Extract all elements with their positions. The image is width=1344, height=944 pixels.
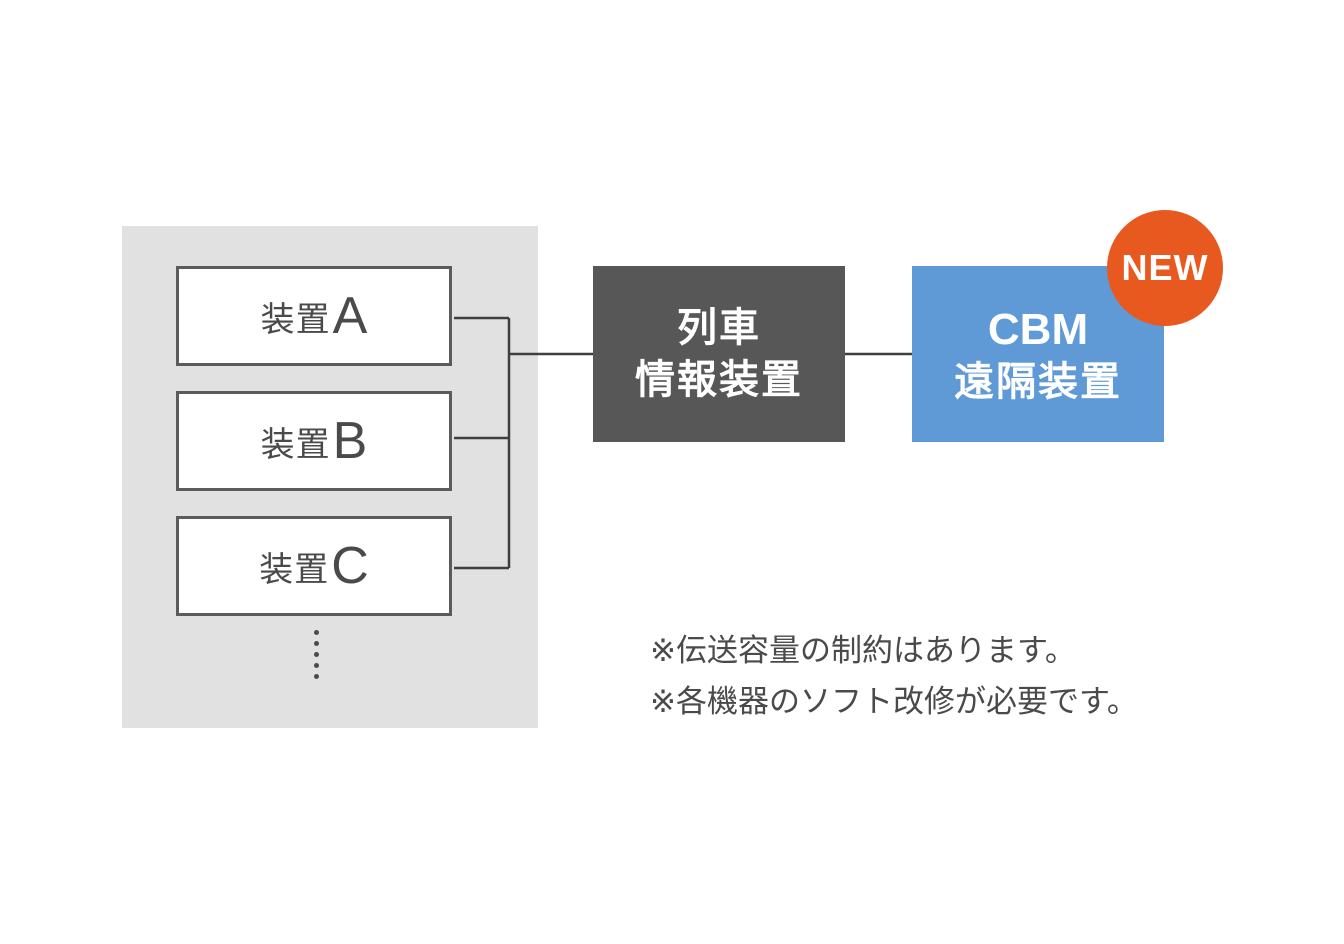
device-c-prefix: 装置 (259, 549, 330, 590)
footnote-transmission: ※伝送容量の制約はあります。 (650, 633, 1076, 669)
cbm-unit-line2: 遠隔装置 (954, 358, 1122, 405)
cbm-unit-line1: CBM (987, 304, 1089, 354)
more-devices-ellipsis (308, 630, 324, 679)
device-b-prefix: 装置 (260, 424, 331, 465)
device-b-letter: B (332, 412, 368, 470)
device-a-letter: A (332, 287, 368, 345)
device-a-prefix: 装置 (260, 299, 331, 340)
footnote-software: ※各機器のソフト改修が必要です。 (650, 684, 1138, 720)
device-c-letter: C (331, 537, 369, 595)
ellipsis-dot (313, 641, 319, 646)
train-info-unit-line2: 情報装置 (635, 357, 803, 403)
ellipsis-dot (313, 674, 319, 679)
ellipsis-dot (313, 630, 319, 635)
ellipsis-dot (313, 652, 319, 657)
ellipsis-dot (313, 663, 319, 668)
train-info-unit-line1: 列車 (677, 305, 761, 351)
train-info-unit-box: 列車 情報装置 (593, 266, 845, 442)
new-badge: NEW (1107, 210, 1223, 326)
footnotes: ※伝送容量の制約はあります。 ※各機器のソフト改修が必要です。 (650, 626, 1138, 728)
